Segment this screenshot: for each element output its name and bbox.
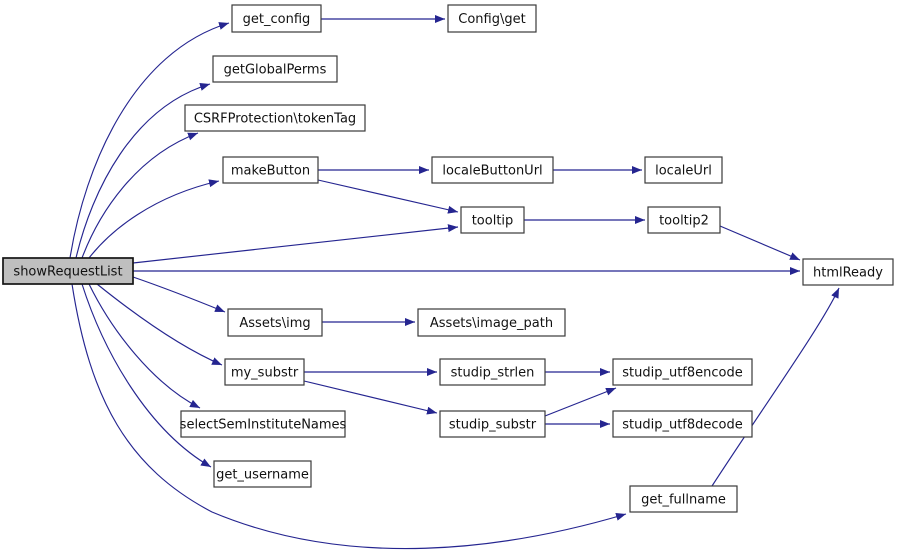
edge-showRequestList-to-selectSemInstituteNames: [88, 283, 201, 409]
node-get_username[interactable]: get_username: [213, 460, 312, 488]
node-Config_get-label: Config\get: [458, 12, 525, 27]
node-studip_utf8decode[interactable]: studip_utf8decode: [612, 410, 753, 438]
node-get_config-box[interactable]: [231, 4, 322, 33]
edge-showRequestList-to-get_config: [69, 22, 230, 259]
node-tooltip2-label: tooltip2: [659, 214, 709, 229]
node-selectSemInstituteNames-label: selectSemInstituteNames: [180, 418, 347, 433]
node-getGlobalPerms-box[interactable]: [212, 55, 338, 83]
node-showRequestList[interactable]: showRequestList: [2, 257, 134, 285]
edge-showRequestList-to-getGlobalPerms: [75, 83, 211, 259]
node-studip_utf8encode-box[interactable]: [612, 358, 753, 386]
edges-layer: [69, 15, 840, 550]
node-htmlReady[interactable]: htmlReady: [802, 258, 894, 286]
edge-showRequestList-to-CSRFProtection_tokenTag: [81, 132, 199, 259]
node-tooltip-box[interactable]: [460, 206, 525, 234]
node-my_substr[interactable]: my_substr: [224, 358, 305, 386]
node-my_substr-label: my_substr: [231, 366, 299, 381]
node-get_fullname-box[interactable]: [629, 485, 738, 513]
node-Assets_img-box[interactable]: [227, 308, 323, 337]
node-studip_strlen[interactable]: studip_strlen: [439, 358, 546, 386]
edge-makeButton-to-tooltip: [317, 179, 459, 214]
node-tooltip2[interactable]: tooltip2: [647, 206, 721, 234]
node-studip_substr-label: studip_substr: [449, 418, 537, 433]
node-CSRFProtection_tokenTag[interactable]: CSRFProtection\tokenTag: [184, 104, 366, 132]
node-htmlReady-box[interactable]: [802, 258, 894, 286]
edge-get_fullname-to-htmlReady: [711, 287, 840, 487]
node-makeButton-label: makeButton: [231, 164, 310, 179]
node-studip_utf8encode-label: studip_utf8encode: [622, 366, 743, 381]
node-CSRFProtection_tokenTag-box[interactable]: [184, 104, 366, 132]
node-localeButtonUrl[interactable]: localeButtonUrl: [431, 156, 554, 184]
node-localeButtonUrl-label: localeButtonUrl: [442, 164, 542, 179]
edge-showRequestList-to-my_substr: [96, 283, 223, 366]
node-get_fullname[interactable]: get_fullname: [629, 485, 738, 513]
node-Config_get[interactable]: Config\get: [447, 4, 537, 33]
node-studip_utf8decode-box[interactable]: [612, 410, 753, 438]
node-get_username-label: get_username: [216, 468, 309, 483]
node-tooltip-label: tooltip: [472, 214, 514, 229]
node-studip_substr[interactable]: studip_substr: [439, 410, 546, 438]
node-get_fullname-label: get_fullname: [641, 493, 726, 508]
node-htmlReady-label: htmlReady: [813, 266, 883, 281]
edge-tooltip2-to-htmlReady: [719, 225, 801, 261]
node-selectSemInstituteNames[interactable]: selectSemInstituteNames: [180, 410, 347, 438]
node-localeUrl-label: localeUrl: [655, 164, 712, 179]
edge-showRequestList-to-Assets_img: [132, 276, 226, 313]
node-studip_strlen-label: studip_strlen: [451, 366, 535, 381]
node-Assets_image_path-label: Assets\image_path: [430, 316, 553, 331]
node-Assets_image_path[interactable]: Assets\image_path: [417, 308, 566, 337]
node-studip_utf8decode-label: studip_utf8decode: [622, 418, 743, 433]
node-studip_substr-box[interactable]: [439, 410, 546, 438]
node-studip_strlen-box[interactable]: [439, 358, 546, 386]
node-Assets_img[interactable]: Assets\img: [227, 308, 323, 337]
edge-studip_substr-to-studip_utf8encode: [544, 387, 617, 417]
node-Assets_img-label: Assets\img: [239, 316, 310, 331]
node-my_substr-box[interactable]: [224, 358, 305, 386]
node-get_config-label: get_config: [243, 12, 311, 27]
node-Config_get-box[interactable]: [447, 4, 537, 33]
edge-showRequestList-to-get_username: [81, 283, 212, 468]
node-getGlobalPerms[interactable]: getGlobalPerms: [212, 55, 338, 83]
node-studip_utf8encode[interactable]: studip_utf8encode: [612, 358, 753, 386]
node-makeButton-box[interactable]: [222, 156, 319, 184]
node-localeUrl[interactable]: localeUrl: [644, 156, 723, 184]
edge-showRequestList-to-get_fullname: [71, 283, 627, 550]
edge-showRequestList-to-makeButton: [88, 179, 220, 259]
node-tooltip[interactable]: tooltip: [460, 206, 525, 234]
node-getGlobalPerms-label: getGlobalPerms: [224, 63, 327, 78]
node-selectSemInstituteNames-box[interactable]: [180, 410, 346, 438]
nodes-layer: showRequestList get_config Config\get getGl…: [2, 4, 894, 513]
node-get_config[interactable]: get_config: [231, 4, 322, 33]
node-localeButtonUrl-box[interactable]: [431, 156, 554, 184]
node-showRequestList-label: showRequestList: [13, 265, 122, 280]
node-localeUrl-box[interactable]: [644, 156, 723, 184]
edge-my_substr-to-studip_substr: [303, 380, 438, 415]
edge-showRequestList-to-tooltip: [132, 224, 459, 264]
node-makeButton[interactable]: makeButton: [222, 156, 319, 184]
node-tooltip2-box[interactable]: [647, 206, 721, 234]
node-showRequestList-box[interactable]: [2, 257, 134, 285]
node-CSRFProtection_tokenTag-label: CSRFProtection\tokenTag: [194, 112, 356, 127]
node-Assets_image_path-box[interactable]: [417, 308, 566, 337]
node-get_username-box[interactable]: [213, 460, 312, 488]
